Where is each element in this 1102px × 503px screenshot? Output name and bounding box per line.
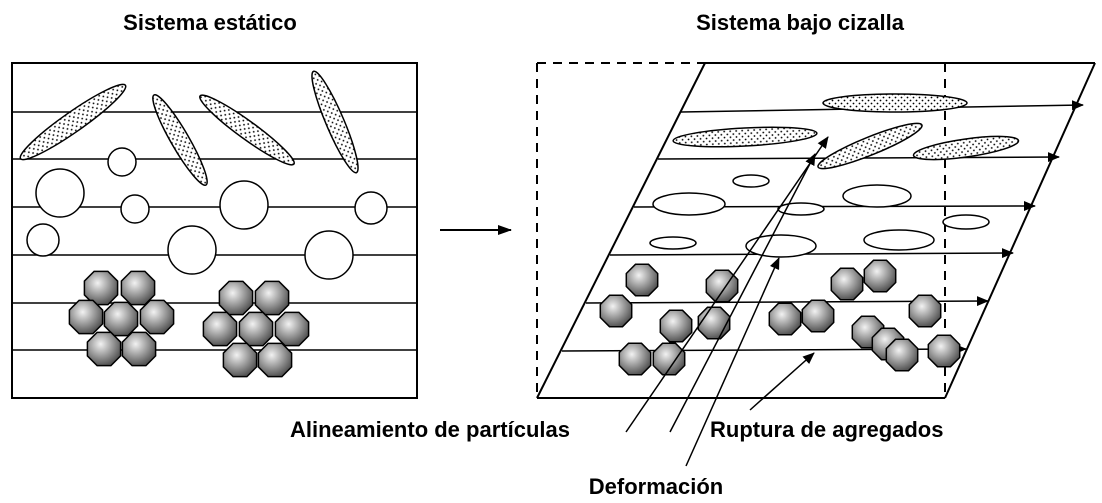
static-droplets xyxy=(26,147,388,280)
rod-particle xyxy=(199,94,295,166)
deformed-droplet xyxy=(745,234,817,258)
aggregate-particle xyxy=(83,270,119,306)
aggregate-particle xyxy=(257,342,293,378)
static-system-title: Sistema estático xyxy=(123,10,297,35)
aggregate-particle xyxy=(659,309,693,343)
rod-particle xyxy=(311,70,359,174)
deformation-pointer xyxy=(685,257,780,467)
droplet xyxy=(26,223,60,257)
static-system-panel xyxy=(11,62,418,399)
sheared-right-edge xyxy=(944,62,1096,399)
aggregate-particle xyxy=(908,294,942,328)
aggregate-particle xyxy=(120,270,156,306)
alignment-pointer xyxy=(669,153,816,433)
sheared-system-panel xyxy=(536,62,1096,467)
annotation-pointers xyxy=(625,136,829,467)
aggregate-particle xyxy=(697,306,731,340)
sheared-frame xyxy=(536,62,1096,399)
droplet xyxy=(120,194,150,224)
droplet xyxy=(304,230,354,280)
aggregate-particle xyxy=(238,311,274,347)
aggregate-particle xyxy=(103,301,139,337)
aggregate-particle xyxy=(274,311,310,347)
aligned-rod xyxy=(822,93,968,113)
aggregate-particle xyxy=(801,299,835,333)
aggregate-particle xyxy=(202,311,238,347)
rod-particle xyxy=(19,83,127,161)
droplet xyxy=(35,168,85,218)
droplet xyxy=(354,191,388,225)
deformed-droplet xyxy=(649,236,697,250)
aligned-rod xyxy=(672,126,818,148)
aggregate-particle xyxy=(254,280,290,316)
droplet xyxy=(219,180,269,230)
aggregate-particle xyxy=(830,267,864,301)
aggregate-particle xyxy=(618,342,652,376)
breakup-label: Ruptura de agregados xyxy=(710,417,943,442)
aligned-rods xyxy=(672,93,1020,170)
sheared-left-edge xyxy=(536,62,706,399)
aligned-rod xyxy=(912,135,1020,161)
deformed-droplet xyxy=(863,229,935,251)
aggregate-particle xyxy=(599,294,633,328)
deformed-droplet xyxy=(652,192,726,216)
aggregate-particle xyxy=(625,263,659,297)
rod-particle xyxy=(152,93,208,187)
velocity-arrow xyxy=(609,248,1014,259)
deformation-label: Deformación xyxy=(589,474,723,499)
alignment-label: Alineamiento de partículas xyxy=(290,417,570,442)
aggregate-particle xyxy=(222,342,258,378)
deformed-droplet xyxy=(842,184,912,208)
aggregate-particle xyxy=(68,299,104,335)
aggregate-particle xyxy=(86,331,122,367)
droplet xyxy=(167,225,217,275)
deformed-droplet xyxy=(942,214,990,230)
deformed-droplets xyxy=(649,174,990,258)
aggregate-particle xyxy=(863,259,897,293)
deformed-droplet xyxy=(732,174,770,188)
aggregate-particle xyxy=(705,269,739,303)
aggregate-particle xyxy=(768,302,802,336)
droplet xyxy=(107,147,137,177)
static-rods xyxy=(19,70,359,187)
aggregate-particle xyxy=(885,338,919,372)
dispersed-particles xyxy=(599,259,961,376)
aligned-rod xyxy=(817,122,923,170)
breakup-pointer xyxy=(749,352,815,411)
aggregate-particle xyxy=(927,334,961,368)
aggregate-particle xyxy=(139,299,175,335)
sheared-system-title: Sistema bajo cizalla xyxy=(696,10,905,35)
aggregate-particle xyxy=(218,280,254,316)
alignment-pointer xyxy=(625,136,829,433)
static-aggregates xyxy=(68,270,310,378)
aggregate-particle xyxy=(121,331,157,367)
